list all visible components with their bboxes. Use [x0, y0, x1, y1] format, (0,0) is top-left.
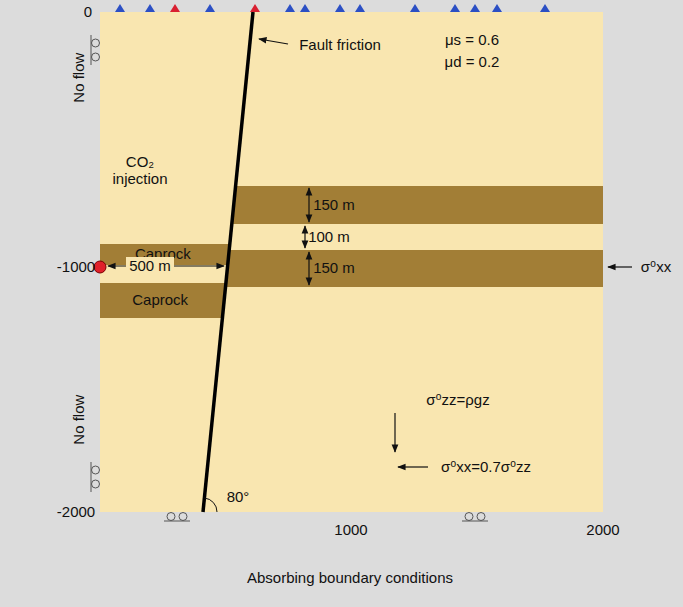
dimension-arrow [308, 188, 309, 222]
angle-label: 80° [227, 488, 250, 505]
stress-label: σ⁰xx=0.7σ⁰zz [441, 458, 531, 475]
axis-tick: -2000 [57, 503, 95, 520]
fault-label: Fault friction [299, 36, 381, 53]
dimension-label: 150 m [313, 259, 355, 276]
axis-tick: 0 [84, 3, 92, 20]
injection-point [94, 261, 106, 273]
stress-label: σ⁰xx [641, 258, 671, 275]
dimension-arrow [308, 252, 309, 285]
dimension-label: 100 m [308, 228, 350, 245]
stress-label: σ⁰zz=ρgz [426, 391, 489, 408]
stress-arrow [394, 413, 395, 452]
friction-value: μs = 0.6 [445, 31, 499, 48]
rock-band [232, 186, 603, 224]
caprock-layer: Caprock [100, 283, 220, 318]
stress-arrow [398, 466, 428, 467]
layer-label: Caprock [132, 292, 188, 309]
receiver-markers [115, 4, 550, 12]
angle-arc [204, 498, 217, 512]
injection-label: CO₂ injection [100, 153, 180, 188]
dimension-arrow [304, 226, 305, 248]
dimension-label: 500 m [126, 257, 174, 274]
stress-arrow [608, 266, 632, 267]
rock-band [226, 250, 604, 287]
axis-tick: 2000 [586, 521, 619, 538]
boundary-note: No flow [70, 395, 87, 445]
dimension-label: 150 m [313, 196, 355, 213]
caprock-band [100, 283, 225, 318]
leader-line [259, 39, 288, 44]
axis-tick: -1000 [57, 258, 95, 275]
friction-value: μd = 0.2 [445, 53, 500, 70]
boundary-note: No flow [70, 53, 87, 103]
axis-title: Absorbing boundary conditions [247, 569, 453, 586]
axis-tick: 1000 [334, 521, 367, 538]
model-domain [100, 12, 603, 512]
roller-supports [91, 35, 488, 521]
fault-line [203, 12, 253, 512]
